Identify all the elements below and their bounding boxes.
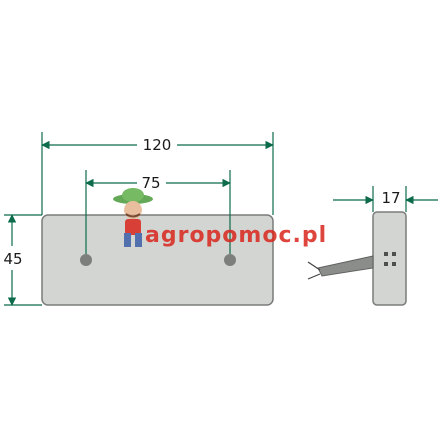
watermark-text: agropomoc.pl	[145, 223, 327, 248]
cable	[307, 255, 374, 280]
dimension-total-width	[41, 132, 274, 215]
watermark-logo: agropomoc.pl	[113, 188, 327, 248]
dimension-total-width-label: 120	[143, 136, 172, 154]
mounting-hole-right	[224, 254, 236, 266]
dimension-depth	[333, 186, 438, 212]
mounting-hole-left	[80, 254, 92, 266]
connector-pins	[384, 252, 396, 266]
dimension-height	[4, 214, 42, 306]
dimension-hole-spacing	[85, 170, 231, 254]
dimension-depth-label: 17	[381, 189, 400, 207]
lamp-side-view	[372, 211, 407, 306]
lamp-front-view	[41, 214, 274, 306]
dimension-hole-spacing-label: 75	[141, 174, 160, 192]
dimension-height-label: 45	[3, 250, 22, 268]
